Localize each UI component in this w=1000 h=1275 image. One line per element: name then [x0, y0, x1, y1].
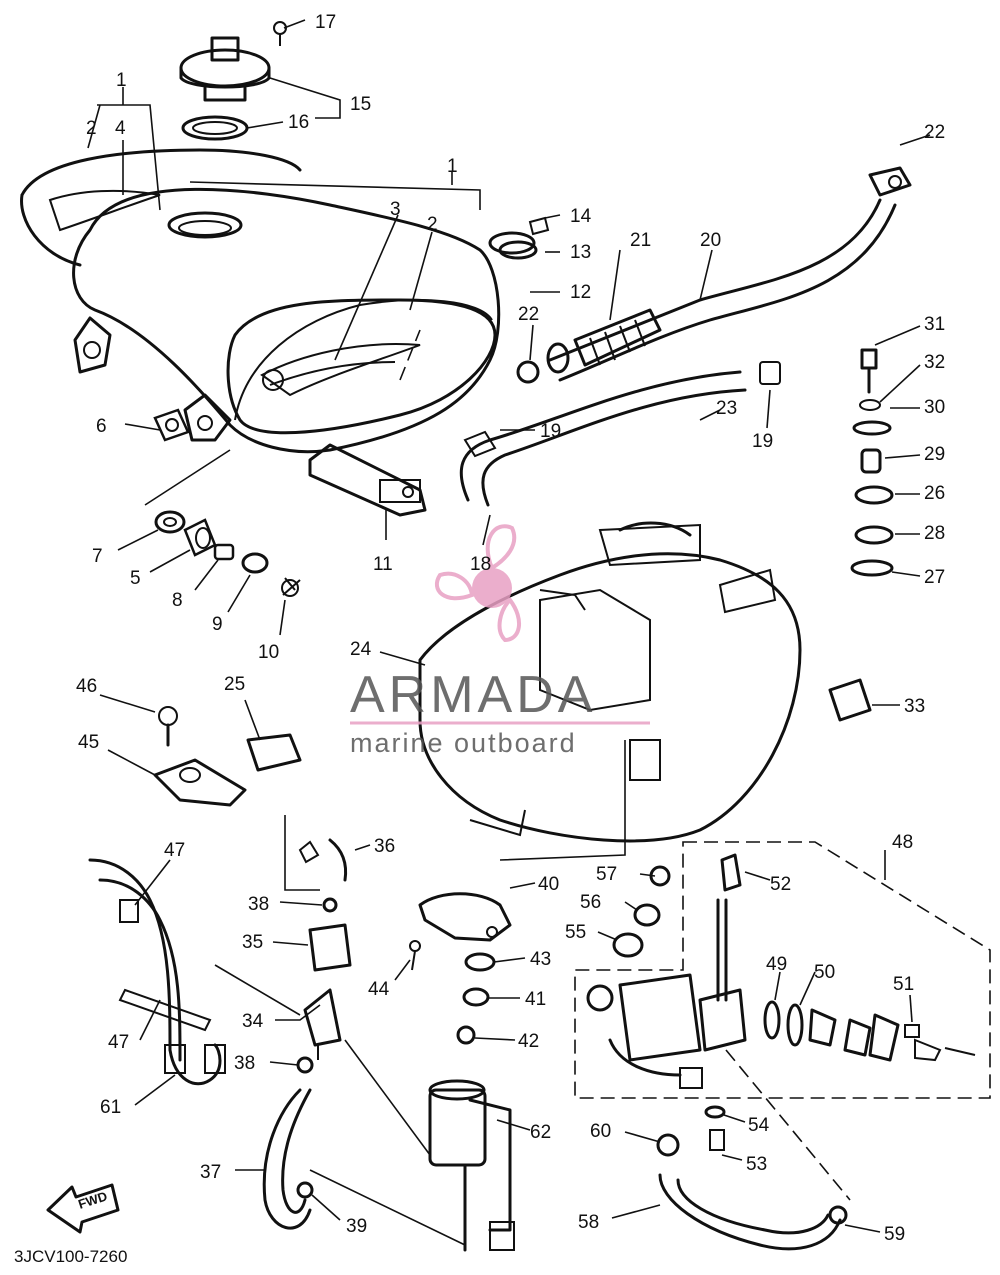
hose-18-drawing [459, 361, 781, 507]
callout-38a: 38 [248, 894, 269, 915]
callout-39: 39 [346, 1216, 367, 1237]
callout-29: 29 [924, 444, 945, 465]
callout-23: 23 [716, 398, 737, 419]
watermark-brand: ARMADA [350, 666, 596, 724]
callout-7: 7 [92, 546, 103, 567]
callout-21: 21 [630, 230, 651, 251]
callout-61: 61 [100, 1097, 121, 1118]
callout-38b: 38 [234, 1053, 255, 1074]
callout-20: 20 [700, 230, 721, 251]
callout-47a: 47 [164, 840, 185, 861]
diagram-code: 3JCV100-7260 [14, 1247, 127, 1266]
callout-60: 60 [590, 1121, 611, 1142]
callout-44: 44 [368, 979, 390, 1000]
callout-31: 31 [924, 314, 945, 335]
callout-9: 9 [212, 614, 223, 635]
callout-18: 18 [470, 554, 491, 575]
callout-46: 46 [76, 676, 97, 697]
callout-47b: 47 [108, 1032, 129, 1053]
callout-48: 48 [892, 832, 913, 853]
fuel-pump-drawing [428, 1079, 515, 1252]
callout-49: 49 [766, 954, 787, 975]
callout-56: 56 [580, 892, 601, 913]
callout-labels: 1 2 4 17 15 16 22 1 3 2 14 13 21 20 12 2… [14, 12, 945, 1266]
callout-55: 55 [565, 922, 586, 943]
callout-4: 4 [115, 118, 126, 139]
fwd-label: FWD [76, 1188, 109, 1211]
callout-62: 62 [530, 1122, 551, 1143]
armada-watermark: ARMADA marine outboard [350, 524, 650, 758]
callout-2b: 2 [427, 214, 438, 235]
callout-52: 52 [770, 874, 791, 895]
callout-19a: 19 [540, 421, 561, 442]
sender-connector-drawing [308, 443, 427, 517]
callout-6: 6 [96, 416, 107, 437]
propeller-logo-icon [434, 524, 521, 643]
callout-26: 26 [924, 483, 945, 504]
callout-14: 14 [570, 206, 592, 227]
lower-left-lines [88, 838, 352, 1230]
center-hardware [409, 865, 671, 1045]
fuel-tank-drawing [20, 148, 501, 454]
callout-34: 34 [242, 1011, 264, 1032]
callout-36: 36 [374, 836, 395, 857]
breather-hose-drawing [488, 166, 912, 384]
callout-8: 8 [172, 590, 183, 611]
right-hardware-stack [850, 348, 894, 577]
callout-22b: 22 [518, 304, 539, 325]
callout-5: 5 [130, 568, 141, 589]
left-small-parts [153, 706, 302, 807]
callout-30: 30 [924, 397, 945, 418]
watermark-tagline: marine outboard [350, 728, 577, 758]
callout-28: 28 [924, 523, 945, 544]
callout-53: 53 [746, 1154, 767, 1175]
callout-42: 42 [518, 1031, 539, 1052]
callout-33: 33 [904, 696, 925, 717]
callout-11: 11 [373, 554, 393, 575]
lower-tank-drawing [418, 521, 802, 843]
callout-43: 43 [530, 949, 551, 970]
callout-17: 17 [315, 12, 336, 33]
callout-57: 57 [596, 864, 617, 885]
callout-3: 3 [390, 199, 401, 220]
callout-22a: 22 [924, 122, 945, 143]
callout-15: 15 [350, 94, 371, 115]
callout-41: 41 [525, 989, 546, 1010]
callout-35: 35 [242, 932, 263, 953]
callout-24: 24 [350, 639, 372, 660]
callout-10: 10 [258, 642, 279, 663]
callout-50: 50 [814, 962, 835, 983]
callout-2a: 2 [86, 118, 97, 139]
callout-1a: 1 [116, 70, 127, 91]
callout-37: 37 [200, 1162, 221, 1183]
callout-54: 54 [748, 1115, 770, 1136]
callout-40: 40 [538, 874, 559, 895]
fwd-arrow [46, 1183, 120, 1234]
callout-45: 45 [78, 732, 99, 753]
mount-hardware-drawing [153, 408, 301, 597]
callout-12: 12 [570, 282, 591, 303]
callout-13: 13 [570, 242, 591, 263]
leader-lines [87, 19, 931, 1246]
callout-19b: 19 [752, 431, 773, 452]
petcock-assembly [574, 841, 991, 1251]
callout-59: 59 [884, 1224, 905, 1245]
filler-cap-drawing [179, 21, 287, 141]
callout-27: 27 [924, 567, 945, 588]
callout-58: 58 [578, 1212, 599, 1233]
callout-16: 16 [288, 112, 309, 133]
bracket-33-drawing [828, 678, 872, 722]
callout-32: 32 [924, 352, 945, 373]
callout-51: 51 [893, 974, 914, 995]
callout-1b: 1 [447, 156, 458, 177]
callout-25: 25 [224, 674, 245, 695]
